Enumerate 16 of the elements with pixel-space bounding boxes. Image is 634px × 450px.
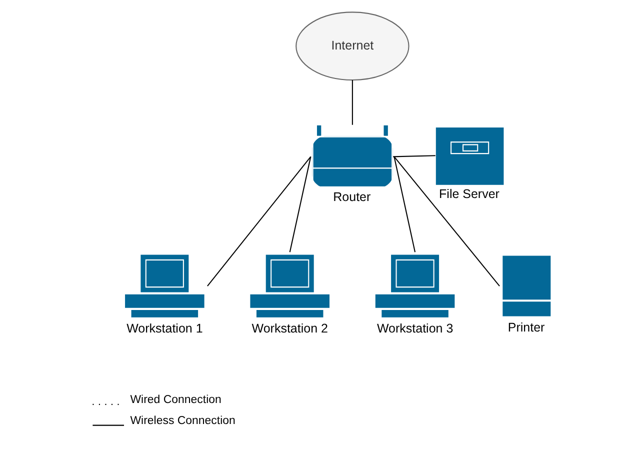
node-label: Workstation 1 (126, 322, 202, 336)
node-box (435, 127, 504, 185)
node-ellipse: Internet (295, 12, 409, 81)
node-label: Printer (507, 320, 544, 335)
node-label: Workstation 3 (376, 322, 453, 336)
node-label: File Server (438, 186, 499, 201)
legend-label: Wireless Connection (130, 415, 235, 428)
connector (392, 155, 435, 158)
connector (393, 156, 500, 286)
node-label: Router (332, 190, 370, 204)
connector (351, 80, 352, 125)
connector (393, 156, 416, 252)
connector (206, 156, 311, 286)
legend-label: Wired Connection (130, 394, 221, 406)
connector (288, 156, 311, 252)
node-label: Workstation 2 (251, 322, 328, 336)
